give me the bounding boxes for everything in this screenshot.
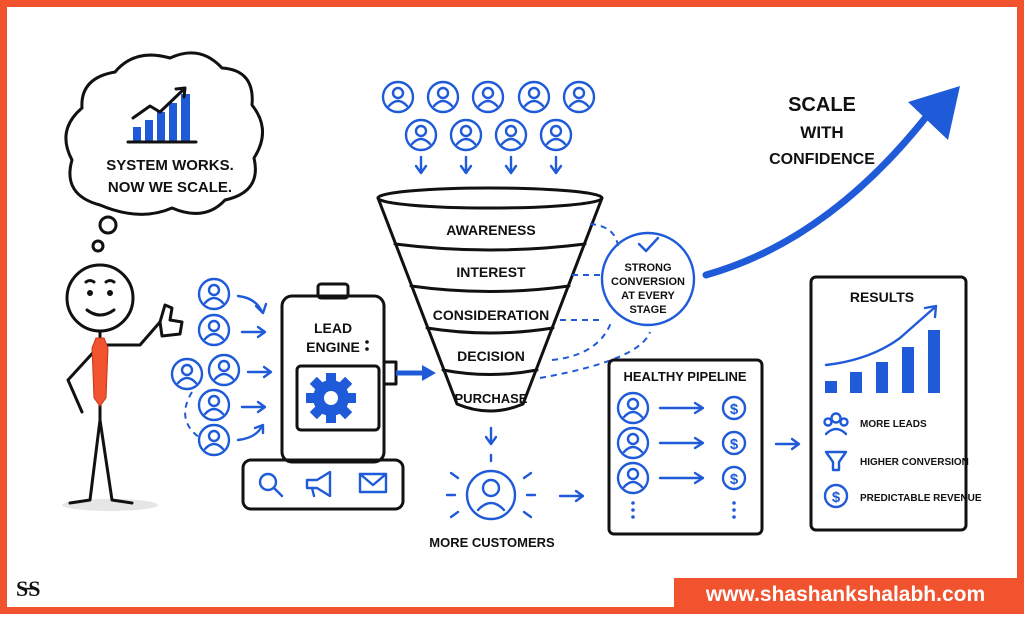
- stage-connectors: [539, 223, 651, 379]
- results-panel: RESULTS MORE LEADS HIGHER CONVERSION PRE…: [809, 275, 982, 532]
- engine-title-line-2: ENGINE: [306, 339, 360, 355]
- megaphone-icon: [305, 470, 332, 498]
- strong-line-2: CONVERSION: [611, 276, 685, 288]
- team-icon: [823, 412, 849, 436]
- results-title: RESULTS: [850, 289, 914, 305]
- thumbs-up-icon: [158, 303, 184, 338]
- incoming-leads: [170, 277, 273, 457]
- dollar-icon: [823, 483, 849, 509]
- funnel-icon: [824, 450, 848, 472]
- scale-line-2: WITH: [800, 123, 843, 142]
- results-item-more-leads: MORE LEADS: [860, 419, 927, 430]
- healthy-pipeline: HEALTHY PIPELINE: [607, 358, 801, 536]
- strong-conversion-badge: STRONG CONVERSION AT EVERY STAGE: [600, 231, 696, 327]
- scale-line-1: SCALE: [788, 94, 856, 116]
- check-icon: [637, 236, 660, 253]
- results-bar-chart-icon: [824, 304, 940, 393]
- funnel-stage-interest: INTEREST: [456, 264, 526, 280]
- stick-figure: [62, 263, 184, 511]
- strong-line-1: STRONG: [624, 262, 671, 274]
- lead-engine: LEAD ENGINE: [241, 282, 436, 511]
- more-customers: MORE CUSTOMERS: [429, 453, 585, 550]
- mail-icon: [358, 472, 388, 494]
- scale-arrow: SCALE WITH CONFIDENCE: [702, 86, 960, 279]
- thought-cloud: SYSTEM WORKS. NOW WE SCALE.: [64, 51, 264, 253]
- search-icon: [258, 472, 284, 498]
- strong-line-3: AT EVERY: [621, 290, 675, 302]
- funnel-stage-decision: DECISION: [457, 348, 525, 364]
- growth-chart-icon: [126, 86, 198, 144]
- top-leads: [381, 80, 596, 175]
- pipeline-title: HEALTHY PIPELINE: [623, 369, 746, 384]
- engine-title-line-1: LEAD: [314, 320, 352, 336]
- funnel-stage-awareness: AWARENESS: [446, 222, 535, 238]
- scale-line-3: CONFIDENCE: [769, 151, 875, 168]
- results-item-predictable-revenue: PREDICTABLE REVENUE: [860, 493, 982, 504]
- brand-logo: S̶S: [16, 576, 41, 601]
- strong-line-4: STAGE: [629, 304, 666, 316]
- thought-line-2: NOW WE SCALE.: [108, 179, 232, 196]
- tie-icon: [91, 337, 109, 407]
- thought-line-1: SYSTEM WORKS.: [106, 157, 234, 174]
- sales-funnel: AWARENESS INTEREST CONSIDERATION DECISIO…: [376, 186, 604, 446]
- funnel-stage-consideration: CONSIDERATION: [433, 307, 549, 323]
- brand-url-banner[interactable]: www.shashankshalabh.com: [674, 578, 1017, 612]
- results-item-higher-conversion: HIGHER CONVERSION: [860, 457, 969, 468]
- gear-icon: [306, 373, 356, 423]
- more-customers-label: MORE CUSTOMERS: [429, 535, 555, 550]
- funnel-stage-purchase: PURCHASE: [455, 391, 528, 406]
